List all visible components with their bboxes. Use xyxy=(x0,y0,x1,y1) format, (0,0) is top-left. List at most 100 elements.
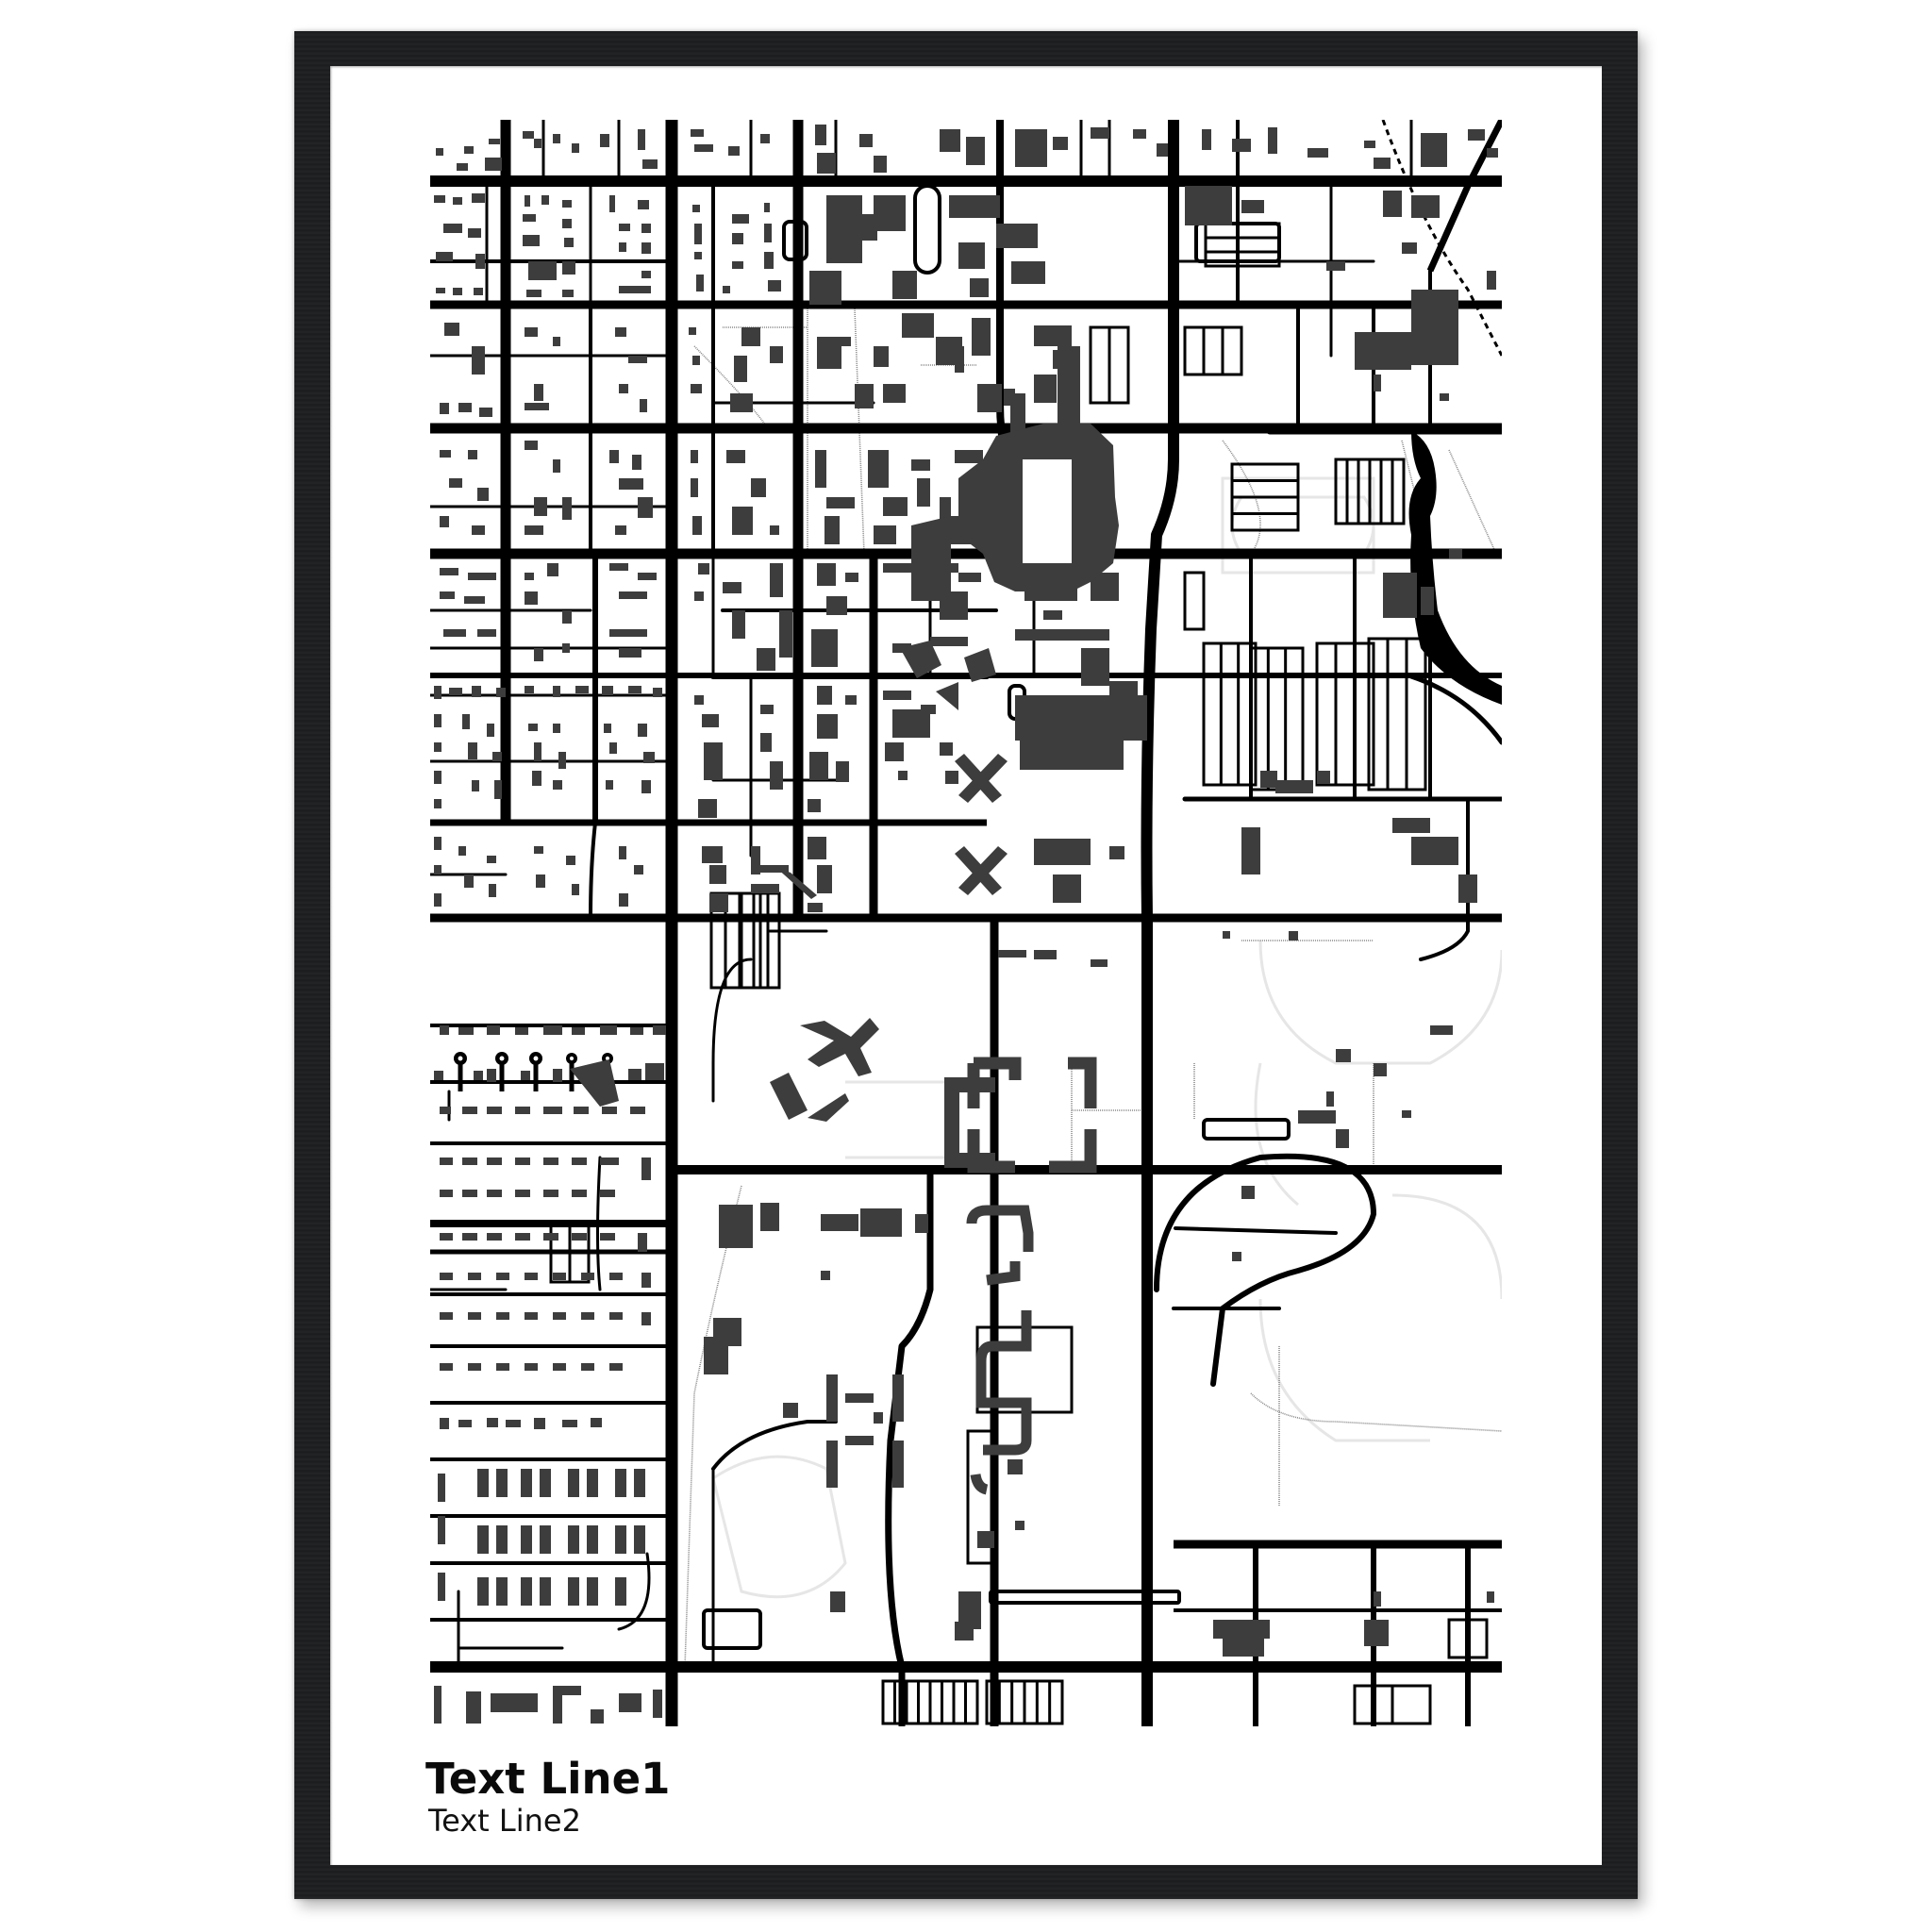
building xyxy=(638,129,645,150)
building xyxy=(443,629,466,637)
building xyxy=(1383,191,1402,217)
building xyxy=(944,1077,995,1168)
building xyxy=(692,516,702,535)
building xyxy=(436,288,445,293)
building xyxy=(874,346,889,367)
building xyxy=(1049,1129,1097,1174)
building xyxy=(815,450,826,488)
building xyxy=(458,1027,474,1035)
cul-de-sac-center xyxy=(533,1056,539,1061)
building xyxy=(496,688,506,697)
building xyxy=(751,846,760,874)
building xyxy=(466,1691,481,1724)
building xyxy=(1015,129,1047,167)
building xyxy=(540,1469,551,1497)
building xyxy=(619,224,630,231)
building xyxy=(634,1525,645,1554)
building xyxy=(1411,290,1458,365)
building xyxy=(572,884,579,895)
building xyxy=(487,724,494,737)
building xyxy=(845,695,857,705)
street-map-canvas xyxy=(430,120,1502,1726)
building xyxy=(1185,186,1232,225)
building xyxy=(996,224,1038,248)
building xyxy=(562,290,574,297)
building xyxy=(826,1374,838,1422)
building xyxy=(440,516,449,527)
building xyxy=(521,1469,532,1497)
building xyxy=(462,1233,477,1241)
building xyxy=(526,290,541,297)
sports-field-outline xyxy=(1258,1298,1430,1442)
building xyxy=(553,780,562,790)
building xyxy=(1034,325,1072,346)
building xyxy=(874,525,896,544)
building xyxy=(783,1403,798,1418)
building xyxy=(689,327,696,335)
building xyxy=(732,233,743,244)
building xyxy=(826,1441,838,1488)
building xyxy=(859,134,873,147)
building xyxy=(434,771,441,784)
building xyxy=(540,1525,551,1554)
building xyxy=(694,252,702,259)
major-road xyxy=(1141,120,1179,1726)
building xyxy=(1364,141,1375,148)
building xyxy=(900,641,941,678)
building xyxy=(826,596,847,615)
building xyxy=(1298,1110,1336,1124)
building xyxy=(562,219,572,228)
building xyxy=(534,384,543,401)
building xyxy=(940,129,960,152)
building xyxy=(534,846,543,854)
building xyxy=(581,1273,594,1280)
building xyxy=(472,525,485,535)
building xyxy=(970,278,989,297)
footpath xyxy=(1448,449,1497,555)
building xyxy=(817,153,836,174)
building xyxy=(462,1158,477,1165)
building xyxy=(619,846,626,859)
building xyxy=(702,846,723,863)
building xyxy=(462,1107,477,1114)
building xyxy=(691,129,704,137)
poster-subtitle: Text Line2 xyxy=(428,1803,581,1839)
building xyxy=(821,1214,858,1231)
building xyxy=(1468,129,1485,141)
building xyxy=(936,682,958,710)
building xyxy=(543,1158,558,1165)
building xyxy=(1034,839,1091,865)
building xyxy=(1043,610,1062,620)
building xyxy=(770,563,783,597)
building xyxy=(858,214,877,241)
building xyxy=(967,1129,1015,1174)
building xyxy=(566,856,575,865)
building xyxy=(1374,1063,1387,1076)
building xyxy=(468,573,496,580)
building xyxy=(638,724,647,737)
building xyxy=(1458,874,1477,903)
building xyxy=(760,705,774,714)
building xyxy=(562,200,572,208)
building xyxy=(515,1158,530,1165)
building xyxy=(1011,261,1045,284)
building xyxy=(615,327,626,337)
loop-road xyxy=(1202,1118,1291,1141)
building xyxy=(572,1233,587,1241)
building xyxy=(1015,629,1109,641)
building xyxy=(619,478,643,490)
building xyxy=(1392,818,1430,833)
parking-lot xyxy=(1249,646,1305,791)
building xyxy=(468,1273,481,1280)
minor-road xyxy=(1174,1226,1338,1235)
building xyxy=(600,1158,619,1165)
minor-road xyxy=(617,1552,651,1631)
building xyxy=(562,610,572,624)
building xyxy=(641,224,651,233)
building xyxy=(630,1107,645,1114)
building xyxy=(975,1310,1032,1456)
building xyxy=(1411,837,1458,865)
building xyxy=(691,450,698,463)
building xyxy=(619,591,647,599)
building xyxy=(477,1577,489,1606)
